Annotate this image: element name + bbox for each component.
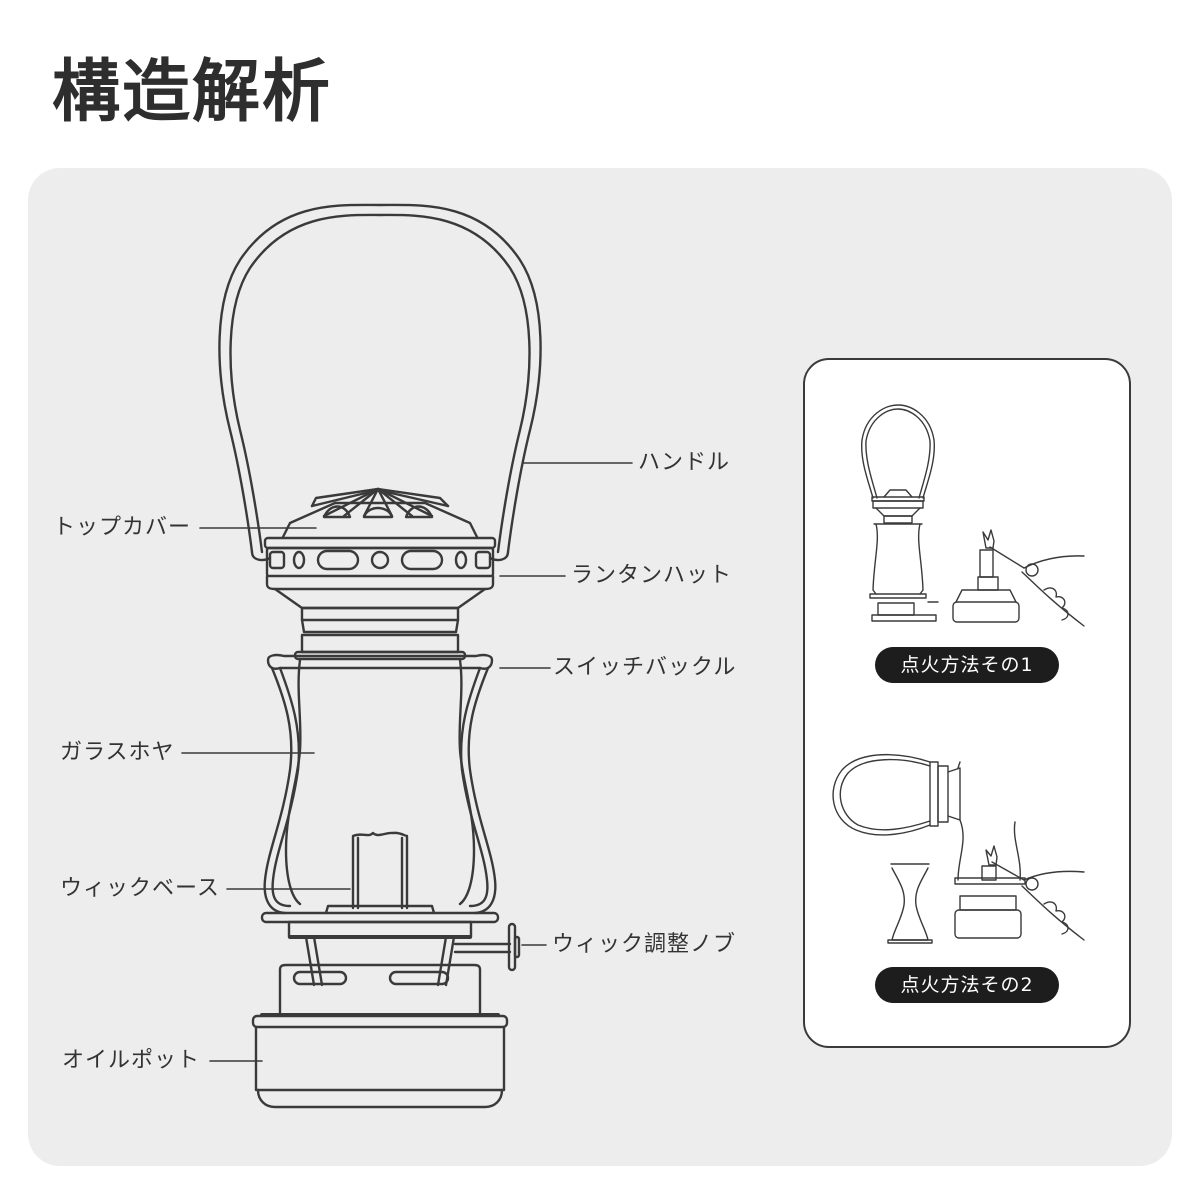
burner-illustration — [278, 963, 482, 1017]
lighting-methods-card — [803, 358, 1131, 1048]
label-lantern-hat: ランタンハット — [571, 563, 733, 588]
lighting-method-2-badge: 点火方法その2 — [875, 967, 1059, 1003]
wick-knob-illustration — [453, 922, 521, 972]
lighting-method-1-badge: 点火方法その1 — [875, 647, 1059, 683]
label-wick-knob: ウィック調整ノブ — [552, 932, 737, 957]
oil-pot-illustration — [251, 1013, 509, 1109]
label-top-cover: トップカバー — [53, 515, 192, 540]
label-wick-base: ウィックベース — [60, 876, 220, 901]
label-glass-globe: ガラスホヤ — [60, 740, 175, 765]
method-2-lantern-illustration — [832, 754, 1085, 944]
glass-globe-illustration — [263, 658, 497, 915]
wick-illustration — [324, 831, 436, 915]
page-title: 構造解析 — [52, 53, 333, 132]
label-handle: ハンドル — [638, 450, 731, 475]
lantern-hat-illustration — [263, 536, 497, 591]
top-cover-illustration — [281, 487, 479, 539]
label-switch-buckle: スイッチバックル — [553, 655, 737, 680]
method-1-lantern-illustration — [860, 404, 1085, 627]
label-oil-pot: オイルポット — [62, 1048, 201, 1073]
callout-lines — [181, 462, 633, 1062]
switch-buckle-illustration — [266, 653, 494, 670]
